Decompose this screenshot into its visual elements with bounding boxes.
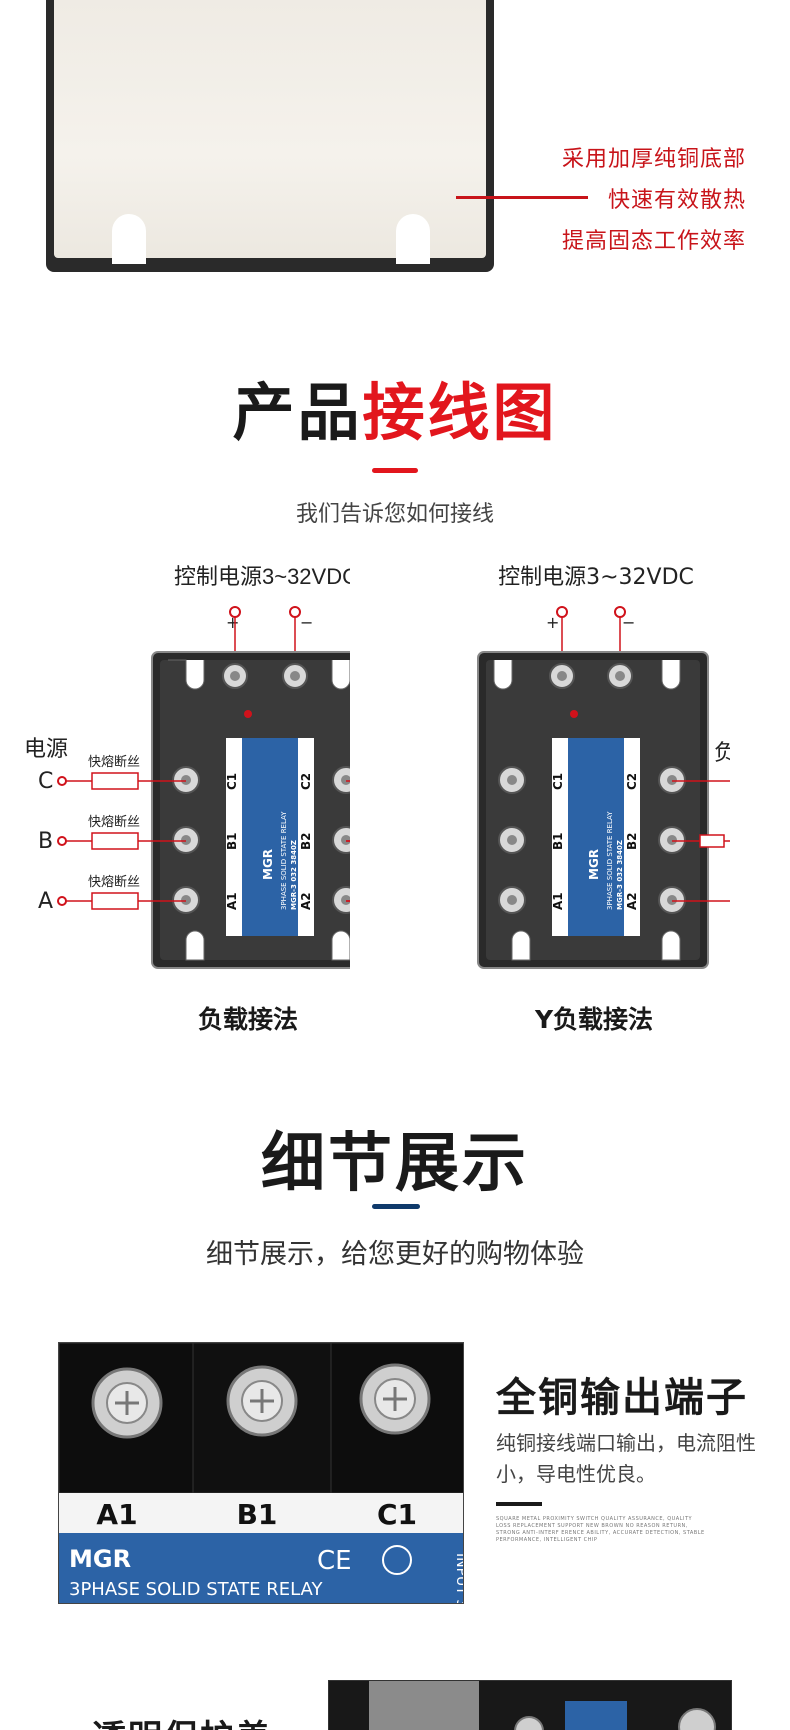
- plus-terminal-dot: [229, 606, 241, 618]
- led-indicator: [244, 710, 252, 718]
- photo-terminal-b1: B1: [237, 1498, 278, 1531]
- wiring-title-dark: 产品: [232, 376, 363, 449]
- heatsink-photo: [46, 0, 494, 272]
- terminal-label-c1: C1: [551, 773, 565, 790]
- terminal-label-c2: C2: [299, 773, 313, 790]
- wiring-diagram-delta: 控制电源3~32VDC + − MGR 3PHASE SOLID STATE R…: [20, 560, 350, 1040]
- diagram-caption-delta: 负载接法: [197, 1005, 298, 1034]
- terminal-label-c2: C2: [625, 773, 639, 790]
- photo-terminal-a1: A1: [96, 1498, 137, 1531]
- feature-line-3: 提高固态工作效率: [561, 229, 746, 254]
- wiring-section-title: 产品接线图: [0, 362, 790, 452]
- photo-type: 3PHASE SOLID STATE RELAY: [69, 1579, 323, 1600]
- callout-line: [456, 196, 588, 199]
- relay-model: MGR-3 032 3840Z: [290, 840, 298, 910]
- power-label: 控制电源3~32VDC: [498, 565, 694, 590]
- protective-cover-svg: [329, 1681, 731, 1730]
- minus-sign: −: [300, 613, 313, 632]
- wiring-diagram-y-svg: 控制电源3~32VDC + − MGR 3PHASE SOLID STATE R…: [477, 565, 730, 969]
- fuse-label: 快熔断丝: [88, 875, 140, 890]
- detail-item-description: 纯铜接线端口输出，电流阻性小，导电性优良。: [496, 1431, 756, 1486]
- next-item-heading: 透明保护盖: [92, 1710, 272, 1730]
- detail-item-fine-print: SQUARE METAL PROXIMITY SWITCH QUALITY AS…: [496, 1516, 705, 1543]
- fuse-label: 快熔断丝: [88, 755, 140, 770]
- terminal-screw: [91, 1367, 163, 1439]
- phase-c-label: C: [38, 769, 53, 794]
- relay-brand: MGR: [261, 849, 275, 880]
- relay-brand: MGR: [587, 849, 601, 880]
- led-indicator: [570, 710, 578, 718]
- terminal-label-b2: B2: [299, 833, 313, 851]
- photo-side-input: INPUT 3: [453, 1553, 464, 1604]
- terminal-label-a1: A1: [551, 892, 565, 910]
- feature-line-1: 采用加厚纯铜底部: [561, 147, 746, 172]
- wiring-title-bar: [372, 468, 418, 473]
- terminal-label-a2: A2: [299, 892, 313, 910]
- phase-a-label: A: [38, 889, 53, 914]
- detail-item-heading: 全铜输出端子: [496, 1375, 748, 1421]
- terminal-screw: [359, 1363, 431, 1435]
- ce-mark: CE: [317, 1546, 352, 1576]
- relay-type: 3PHASE SOLID STATE RELAY: [606, 811, 614, 910]
- mounting-notch: [396, 214, 430, 264]
- ccc-mark-icon: [382, 1545, 412, 1575]
- feature-line-2: 快速有效散热: [607, 188, 746, 213]
- wiring-diagram-delta-svg: 控制电源3~32VDC + − MGR 3PHASE SOLID STATE R…: [24, 564, 350, 969]
- detail-item-rule: [496, 1502, 542, 1506]
- terminal-label-b1: B1: [551, 833, 565, 851]
- plus-sign: +: [546, 613, 559, 632]
- terminal-label-c1: C1: [225, 773, 239, 790]
- terminal-label-b1: B1: [225, 833, 239, 851]
- supply-label: 电源: [24, 737, 68, 762]
- terminal-closeup-svg: A1 B1 C1 MGR 3PHASE SOLID STATE RELAY CE…: [59, 1343, 464, 1604]
- wiring-diagram-y: 控制电源3~32VDC + − MGR 3PHASE SOLID STATE R…: [400, 560, 730, 1040]
- detail-section-subtitle: 细节展示，给您更好的购物体验: [206, 1239, 584, 1270]
- fuse-label: 快熔断丝: [88, 815, 140, 830]
- power-label: 控制电源3~32VDC: [174, 564, 350, 589]
- mounting-notch: [112, 214, 146, 264]
- minus-sign: −: [622, 613, 635, 632]
- relay-model: MGR-3 032 3840Z: [616, 840, 624, 910]
- photo-brand: MGR: [69, 1545, 131, 1573]
- terminal-screw: [226, 1365, 298, 1437]
- terminal-label-a2: A2: [625, 892, 639, 910]
- photo-terminal-c1: C1: [377, 1498, 417, 1531]
- phase-b-label: B: [38, 829, 53, 854]
- minus-terminal-dot: [289, 606, 301, 618]
- terminal-label-b2: B2: [625, 833, 639, 851]
- terminal-closeup-photo: A1 B1 C1 MGR 3PHASE SOLID STATE RELAY CE…: [58, 1342, 464, 1604]
- wiring-section-subtitle: 我们告诉您如何接线: [295, 502, 494, 527]
- wiring-title-red: 接线图: [362, 376, 558, 449]
- load-label: 负载: [714, 741, 730, 766]
- terminal-label-a1: A1: [225, 892, 239, 910]
- relay-type: 3PHASE SOLID STATE RELAY: [280, 811, 288, 910]
- protective-cover-photo: [328, 1680, 732, 1730]
- diagram-caption-y: Y负载接法: [534, 1005, 654, 1034]
- detail-title-bar: [372, 1204, 420, 1209]
- detail-section-title: 细节展示: [261, 1127, 529, 1201]
